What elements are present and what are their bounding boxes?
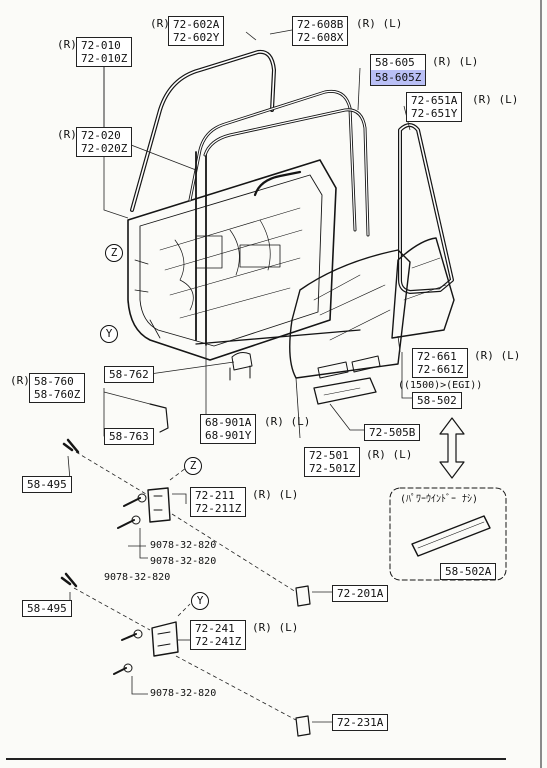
side-r: (R)	[252, 621, 272, 634]
part-label-72-651[interactable]: 72-651A 72-651Y	[406, 92, 463, 122]
part-label-72-201a[interactable]: 72-201A	[332, 585, 389, 602]
part-number-72-241z: 72-241Z	[195, 635, 242, 648]
side-markers-72-661: (R) (L)	[474, 349, 520, 362]
part-number-72-651a: 72-651A	[411, 94, 458, 107]
part-number-72-501: 72-501	[309, 449, 349, 462]
side-l: (L)	[290, 415, 311, 428]
part-number-72-602a: 72-602A	[173, 18, 220, 31]
marker-z-door: Z	[105, 244, 123, 262]
marker-z-hinge: Z	[184, 457, 202, 475]
side-l: (L)	[392, 448, 413, 461]
side-l: (L)	[278, 621, 299, 634]
part-number-72-211: 72-211	[195, 489, 235, 502]
part-number-72-608b: 72-608B	[297, 18, 344, 31]
part-number-58-502: 58-502	[417, 394, 457, 407]
side-r: (R)	[57, 38, 77, 51]
side-l: (L)	[498, 93, 519, 106]
part-number-58-763: 58-763	[109, 430, 149, 443]
part-number-72-211z: 72-211Z	[195, 502, 242, 515]
marker-y-door: Y	[100, 325, 118, 343]
part-label-58-502a[interactable]: 58-502A	[440, 563, 497, 580]
side-r: (R)	[356, 17, 376, 30]
part-label-72-608[interactable]: 72-608B 72-608X	[292, 16, 349, 46]
side-r: (R)	[472, 93, 492, 106]
side-markers-58-605: (R) (L)	[432, 55, 478, 68]
side-markers-68-901: (R) (L)	[264, 415, 310, 428]
part-number-58-762: 58-762	[109, 368, 149, 381]
bolt-number-9078-32-820: 9078-32-820	[150, 556, 217, 567]
bolt-number-9078-32-820: 9078-32-820	[104, 572, 171, 583]
side-markers-72-651: (R) (L)	[472, 93, 518, 106]
part-number-72-231a: 72-231A	[337, 716, 384, 729]
marker-y-hinge: Y	[191, 592, 209, 610]
part-label-58-762[interactable]: 58-762	[104, 366, 154, 383]
part-label-72-501[interactable]: 72-501 72-501Z	[304, 447, 361, 477]
part-number-68-901a: 68-901A	[205, 416, 252, 429]
side-l: (L)	[458, 55, 479, 68]
part-label-72-211[interactable]: 72-211 72-211Z	[190, 487, 247, 517]
side-markers-72-241: (R) (L)	[252, 621, 298, 634]
bolt-number-9078-32-820: 9078-32-820	[150, 688, 217, 699]
part-number-72-020: 72-020	[81, 129, 121, 142]
part-number-72-201a: 72-201A	[337, 587, 384, 600]
side-r: (R)	[432, 55, 452, 68]
part-label-72-602[interactable]: 72-602A 72-602Y	[168, 16, 225, 46]
part-number-72-010z: 72-010Z	[81, 52, 128, 65]
side-r: (R)	[366, 448, 386, 461]
side-r: (R)	[474, 349, 494, 362]
part-label-58-605[interactable]: 58-605 58-605Z	[370, 54, 427, 86]
part-number-58-760z: 58-760Z	[34, 388, 81, 401]
side-l: (L)	[500, 349, 521, 362]
bottom-rule	[6, 758, 506, 760]
part-number-72-020z: 72-020Z	[81, 142, 128, 155]
part-number-58-495: 58-495	[27, 478, 67, 491]
part-number-58-605z-highlighted: 58-605Z	[371, 70, 426, 85]
part-label-58-502[interactable]: 58-502	[412, 392, 462, 409]
part-number-72-505b: 72-505B	[369, 426, 416, 439]
part-label-72-231a[interactable]: 72-231A	[332, 714, 389, 731]
part-number-72-501z: 72-501Z	[309, 462, 356, 475]
part-label-58-760[interactable]: 58-760 58-760Z	[29, 373, 86, 403]
part-label-58-495-upper[interactable]: 58-495	[22, 476, 72, 493]
part-label-58-763[interactable]: 58-763	[104, 428, 154, 445]
part-number-72-010: 72-010	[81, 39, 121, 52]
part-label-58-495-lower[interactable]: 58-495	[22, 600, 72, 617]
side-r: (R)	[150, 17, 170, 30]
part-number-72-661z: 72-661Z	[417, 363, 464, 376]
side-markers-72-211: (R) (L)	[252, 488, 298, 501]
part-label-72-661[interactable]: 72-661 72-661Z	[412, 348, 469, 378]
bolt-number-9078-32-820: 9078-32-820	[150, 540, 217, 551]
part-number-72-602y: 72-602Y	[173, 31, 220, 44]
side-r: (R)	[252, 488, 272, 501]
part-number-58-495: 58-495	[27, 602, 67, 615]
part-label-68-901[interactable]: 68-901A 68-901Y	[200, 414, 257, 444]
power-window-note: (ﾊﾟﾜｰｳｲﾝﾄﾞｰ ﾅｼ)	[400, 494, 479, 505]
side-l: (L)	[278, 488, 299, 501]
part-number-72-608x: 72-608X	[297, 31, 344, 44]
side-markers-72-608: (R) (L)	[356, 17, 402, 30]
part-number-58-605: 58-605	[375, 56, 415, 69]
part-label-72-010[interactable]: 72-010 72-010Z	[76, 37, 133, 67]
part-number-68-901y: 68-901Y	[205, 429, 252, 442]
part-number-72-651y: 72-651Y	[411, 107, 458, 120]
side-l: (L)	[382, 17, 403, 30]
side-r: (R)	[57, 128, 77, 141]
part-number-72-241: 72-241	[195, 622, 235, 635]
side-markers-72-501: (R) (L)	[366, 448, 412, 461]
side-r: (R)	[264, 415, 284, 428]
part-number-72-661: 72-661	[417, 350, 457, 363]
variant-note-1500-egi: ((1500)>(EGI))	[398, 380, 483, 391]
part-number-58-760: 58-760	[34, 375, 74, 388]
part-label-72-505b[interactable]: 72-505B	[364, 424, 421, 441]
part-label-72-241[interactable]: 72-241 72-241Z	[190, 620, 247, 650]
part-number-58-502a: 58-502A	[445, 565, 492, 578]
side-r: (R)	[10, 374, 30, 387]
part-label-72-020[interactable]: 72-020 72-020Z	[76, 127, 133, 157]
page-edge	[540, 0, 542, 768]
